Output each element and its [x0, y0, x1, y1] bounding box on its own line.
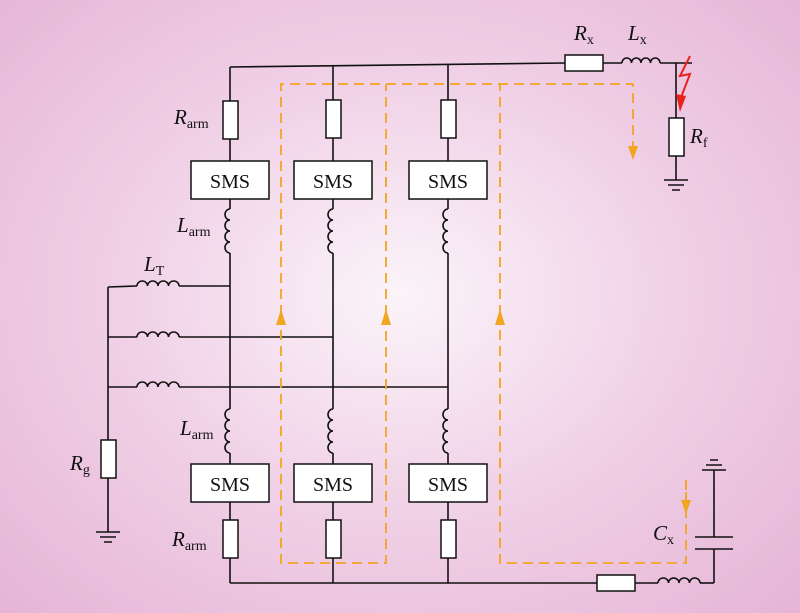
label-larm-bottom: Larm: [179, 416, 214, 443]
sms-label: SMS: [210, 474, 250, 496]
wires: [107, 62, 715, 584]
inductor-larm-top-2: [327, 208, 334, 254]
inductor-lt-2: [136, 331, 180, 338]
inductor-larm-top-1: [224, 208, 231, 254]
inductor-larm-bottom-1: [224, 408, 231, 454]
ground-cx-icon: [702, 459, 726, 471]
sms-top-1: SMS: [190, 160, 270, 200]
inductor-lt-3: [136, 381, 180, 388]
resistor-rarm-bottom-3: [440, 519, 457, 559]
ground-rg-icon: [96, 531, 120, 543]
arrow-down-rf-icon: [628, 146, 638, 160]
label-rarm-top: Rarm: [173, 105, 209, 132]
label-lt: LT: [143, 252, 165, 279]
arrow-up-2-icon: [381, 309, 391, 325]
capacitor-cx: [695, 536, 733, 550]
resistor-rarm-bottom-1: [222, 519, 239, 559]
label-rf: Rf: [689, 124, 708, 151]
arrow-down-cx-icon: [681, 500, 691, 514]
sms-label: SMS: [428, 474, 468, 496]
label-larm-top: Larm: [176, 213, 211, 240]
sms-top-2: SMS: [293, 160, 373, 200]
sms-label: SMS: [313, 474, 353, 496]
inductor-larm-bottom-3: [442, 408, 449, 454]
inductors: [136, 57, 701, 584]
label-lx: Lx: [627, 21, 647, 48]
resistor-bottom-bus: [596, 574, 636, 592]
labels: Rx Lx Rarm Rf Larm LT Larm Rg Rarm Cx: [69, 21, 708, 554]
resistor-rarm-top-2: [325, 99, 342, 139]
sms-blocks: SMS SMS SMS SMS SMS SMS: [190, 160, 488, 503]
resistor-rarm-bottom-2: [325, 519, 342, 559]
sms-top-3: SMS: [408, 160, 488, 200]
label-rg: Rg: [69, 451, 90, 478]
sms-bottom-2: SMS: [293, 463, 373, 503]
sms-bottom-3: SMS: [408, 463, 488, 503]
inductor-larm-top-3: [442, 208, 449, 254]
label-rx: Rx: [573, 21, 594, 48]
inductor-larm-bottom-2: [327, 408, 334, 454]
current-paths: [276, 83, 691, 564]
sms-bottom-1: SMS: [190, 463, 270, 503]
sms-label: SMS: [210, 171, 250, 193]
resistor-rarm-top-1: [222, 100, 239, 140]
label-rarm-bottom: Rarm: [171, 527, 207, 554]
arrow-up-1-icon: [276, 309, 286, 325]
resistor-rarm-top-3: [440, 99, 457, 139]
fault-lightning-icon: [676, 55, 692, 112]
inductor-lt-1: [136, 280, 180, 287]
resistor-rg: [100, 439, 117, 479]
resistors: [100, 54, 685, 592]
resistor-rf: [668, 117, 685, 157]
sms-label: SMS: [313, 171, 353, 193]
resistor-rx: [564, 54, 604, 72]
inductor-bottom-bus: [657, 577, 701, 584]
inductor-lx: [621, 57, 661, 64]
ground-rf-icon: [664, 179, 688, 191]
label-cx: Cx: [653, 521, 674, 548]
sms-label: SMS: [428, 171, 468, 193]
arrow-up-3-icon: [495, 309, 505, 325]
